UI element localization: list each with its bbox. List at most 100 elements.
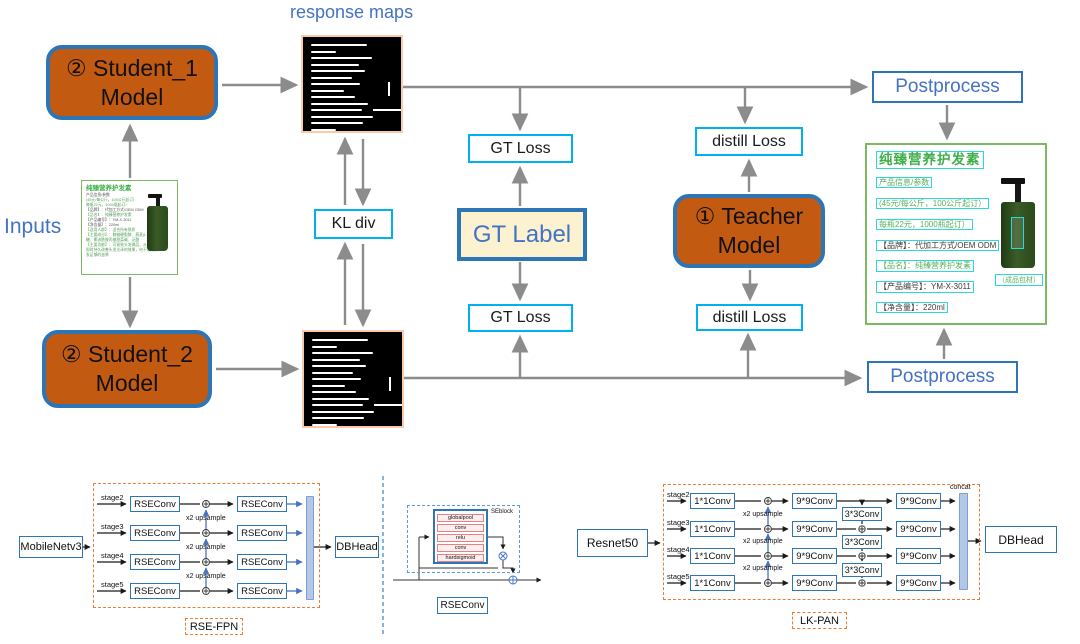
result-line: 【品名】：纯臻营养护发素 <box>876 260 974 272</box>
seblock-dashed-area <box>407 505 520 573</box>
response-map-stroke <box>311 76 352 79</box>
response-map-stroke <box>311 89 344 92</box>
postprocess-top-box: Postprocess <box>872 71 1023 103</box>
fpn-blue-wires <box>202 500 303 595</box>
seblock-layer-hardsigmoid: hardsigmoid <box>437 553 484 562</box>
input-card-line: 糖、椰油酰胺丙基甜菜碱、泛醌 <box>86 237 140 242</box>
top-arrows <box>121 76 956 387</box>
postprocess-bottom-box: Postprocess <box>867 361 1018 393</box>
student2-label-line2: Model <box>95 370 159 396</box>
response-map-stroke <box>312 417 365 419</box>
response-map-stroke <box>312 345 337 348</box>
pan-stage2-label: stage2 <box>667 490 690 499</box>
bottle-label-detection-box <box>1011 217 1024 249</box>
fpn-rseconv-box: RSEConv <box>130 583 180 599</box>
pan-1x1conv-box: 1*1Conv <box>690 493 735 509</box>
pan-1x1conv-box: 1*1Conv <box>690 548 735 564</box>
response-map-lines <box>311 44 393 131</box>
seblock-layer-conv2: conv <box>437 543 484 552</box>
response-map-stroke <box>312 352 373 354</box>
response-map-stroke <box>312 358 360 361</box>
fpn-dashed-area <box>93 483 320 608</box>
response-map-stroke <box>311 122 364 124</box>
fpn-rseconv-box: RSEConv <box>237 525 287 541</box>
response-map-stroke <box>312 384 345 387</box>
distill-loss-top-box: distill Loss <box>695 127 803 156</box>
pan-concat-label: concat <box>950 484 971 491</box>
result-line: 【品牌】：代加工方式/OEM ODM <box>876 239 1000 251</box>
response-map-stroke <box>312 423 337 426</box>
seblock-layer-conv1: conv <box>437 523 484 532</box>
fpn-concat-bar <box>306 496 314 600</box>
pan-3x3conv-box: 3*3Conv <box>842 507 882 521</box>
response-map-stroke <box>311 102 369 105</box>
input-card-title: 纯臻营养护发素 <box>86 185 132 192</box>
teacher-label-line1: ① Teacher <box>694 203 804 230</box>
pan-9x9conv-box: 9*9Conv <box>792 548 837 564</box>
pan-concat-bar <box>959 493 968 590</box>
seblock-layer-relu: relu <box>437 533 484 542</box>
response-map-stroke <box>311 83 361 85</box>
input-card-line: 【品牌】：代加工方式/OEM ODM <box>86 208 144 213</box>
response-map-stroke <box>312 371 353 374</box>
pan-9x9conv-box: 9*9Conv <box>896 575 941 591</box>
inputs-label: Inputs <box>4 215 62 238</box>
pan-9x9conv-box: 9*9Conv <box>896 548 941 564</box>
input-card-line: 【主要成分】：鲸蜡硬脂醇、燕麦β-葡聚 <box>86 232 154 237</box>
response-map-student2 <box>302 330 404 428</box>
fpn-rseconv-box: RSEConv <box>130 496 180 512</box>
response-map-stroke <box>311 70 366 72</box>
response-maps-title: response maps <box>290 2 414 22</box>
response-map-stroke <box>311 115 374 118</box>
response-map-stroke <box>312 410 375 413</box>
student1-label-line1: ② Student_1 <box>66 54 198 81</box>
gt-loss-top-box: GT Loss <box>468 134 573 163</box>
response-map-mark <box>389 377 391 391</box>
seblock-tag: SEblock <box>491 509 514 515</box>
fpn-rseconv-box: RSEConv <box>130 525 180 541</box>
response-map-stroke <box>311 96 356 98</box>
pan-stage4-label: stage4 <box>667 545 690 554</box>
student2-label-line1: ② Student_2 <box>61 341 193 368</box>
fpn-stage5-label: stage5 <box>101 580 124 589</box>
result-line: 【适用人群】：适合所有肤质 <box>876 323 982 325</box>
seblock-inner-box: globalpool conv relu conv hardsigmoid <box>433 509 488 564</box>
response-map-mark <box>374 404 402 406</box>
pan-upsample-label: x2 upsample <box>743 511 783 518</box>
fpn-dbhead-box: DBHead <box>335 536 379 558</box>
response-map-lines <box>312 339 394 426</box>
pan-1x1conv-box: 1*1Conv <box>690 575 735 591</box>
fpn-upsample-label: x2 upsample <box>186 573 226 580</box>
teacher-label-line2: Model <box>717 232 781 258</box>
input-card-line: 【适用人群】：适合所有肤质 <box>86 227 136 232</box>
seblock-op-nodes <box>498 551 518 585</box>
teacher-model-box: ① Teacher Model <box>673 194 825 268</box>
response-map-stroke <box>312 404 363 406</box>
fpn-backbone-box: MobileNetv3 <box>19 536 83 558</box>
pan-upsample-label: x2 upsample <box>743 538 783 545</box>
seblock-layer-globalpool: globalpool <box>437 513 484 522</box>
input-card-line: 每瓶22元，1000瓶起订） <box>86 203 130 208</box>
response-map-mark <box>388 82 390 96</box>
response-map-stroke <box>312 378 362 380</box>
pan-stage5-label: stage5 <box>667 572 690 581</box>
response-map-stroke <box>311 63 359 66</box>
pan-backbone-box: Resnet50 <box>577 529 648 557</box>
student2-model-box: ② Student_2 Model <box>42 330 212 408</box>
input-card-line: 【产品编号】：YM-X-3011 <box>86 218 132 223</box>
fpn-stage4-label: stage4 <box>101 551 124 560</box>
fpn-upsample-label: x2 upsample <box>186 515 226 522</box>
fpn-upsample-label: x2 upsample <box>186 544 226 551</box>
fpn-rseconv-box: RSEConv <box>237 583 287 599</box>
input-image-card: 纯臻营养护发素 产品信息/参数 (45元/每公斤，100公斤起订） 每瓶22元，… <box>81 180 178 275</box>
response-map-stroke <box>312 365 367 367</box>
pan-1x1conv-box: 1*1Conv <box>690 521 735 537</box>
result-line: 产品信息/参数 <box>876 176 933 189</box>
student1-model-box: ② Student_1 Model <box>46 45 218 120</box>
pan-3x3conv-box: 3*3Conv <box>842 535 882 549</box>
rseconv-title-tag: RSEConv <box>437 597 488 614</box>
fpn-stage3-label: stage3 <box>101 522 124 531</box>
kl-div-box: KL div <box>314 209 393 239</box>
